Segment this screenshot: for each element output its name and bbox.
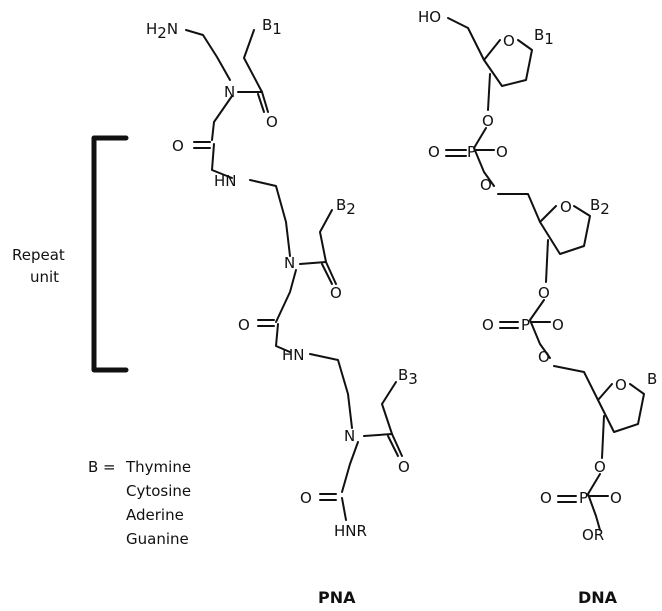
dna-hydroxyl-label: HO [418, 8, 441, 26]
pna-carbonyl-o-2: O [238, 316, 250, 334]
pna-amide-o-2: O [330, 284, 342, 302]
pna-base-3: B3 [398, 366, 418, 388]
pna-carbonyl-o-1: O [172, 137, 184, 155]
dna-phosphorus-2: P [521, 316, 530, 334]
dna-ester-o-2b: O [538, 348, 550, 366]
base-legend-item: Aderine [126, 506, 184, 524]
dna-base-2: B2 [590, 196, 610, 218]
dna-base-1: B1 [534, 26, 554, 48]
pna-terminal-label: HNR [334, 522, 367, 540]
pna-nitrogen-3: N [344, 427, 355, 445]
dna-ester-o-1b: O [480, 176, 492, 194]
dna-double-o-1: O [428, 143, 440, 161]
dna-phosphorus-3: P [579, 489, 588, 507]
dna-side-o-1: O [496, 143, 508, 161]
repeat-label-line-1: Repeat [12, 246, 65, 264]
dna-caption: DNA [578, 588, 618, 607]
repeat-label-line-2: unit [30, 268, 60, 286]
dna-terminal-label: OR [582, 526, 604, 544]
repeat-bracket [91, 135, 129, 373]
pna-amide-o-1: O [266, 113, 278, 131]
dna-structure: HO O B1 O O P O O O B2 O O P O O O B O O… [418, 8, 657, 544]
pna-hn-1: HN [214, 172, 237, 190]
pna-structure: H2N N O O B1 HN N B2 O O HN N B3 O O HNR [146, 16, 418, 540]
dna-ester-o-2a: O [538, 284, 550, 302]
pna-amide-o-3: O [398, 458, 410, 476]
dna-side-o-3: O [610, 489, 622, 507]
pna-base-1: B1 [262, 16, 282, 38]
pna-carbonyl-o-3: O [300, 489, 312, 507]
dna-base-3: B [647, 370, 657, 388]
dna-ring-o-2: O [560, 198, 572, 216]
base-legend-item: Cytosine [126, 482, 192, 500]
base-legend-item: Thymine [126, 458, 192, 476]
dna-double-o-3: O [540, 489, 552, 507]
dna-ester-o-3a: O [594, 458, 606, 476]
dna-ring-o-1: O [503, 32, 515, 50]
pna-amine-label: H2N [146, 20, 178, 42]
pna-nitrogen-1: N [224, 83, 235, 101]
base-legend-prefix: B = [88, 458, 116, 476]
pna-hn-2: HN [282, 346, 305, 364]
pna-nitrogen-2: N [284, 254, 295, 272]
base-legend-item: Guanine [126, 530, 189, 548]
pna-caption: PNA [318, 588, 356, 607]
dna-double-o-2: O [482, 316, 494, 334]
dna-ring-o-3: O [615, 376, 627, 394]
dna-phosphorus-1: P [467, 143, 476, 161]
dna-ester-o-1a: O [482, 112, 494, 130]
pna-base-2: B2 [336, 196, 356, 218]
dna-side-o-2: O [552, 316, 564, 334]
